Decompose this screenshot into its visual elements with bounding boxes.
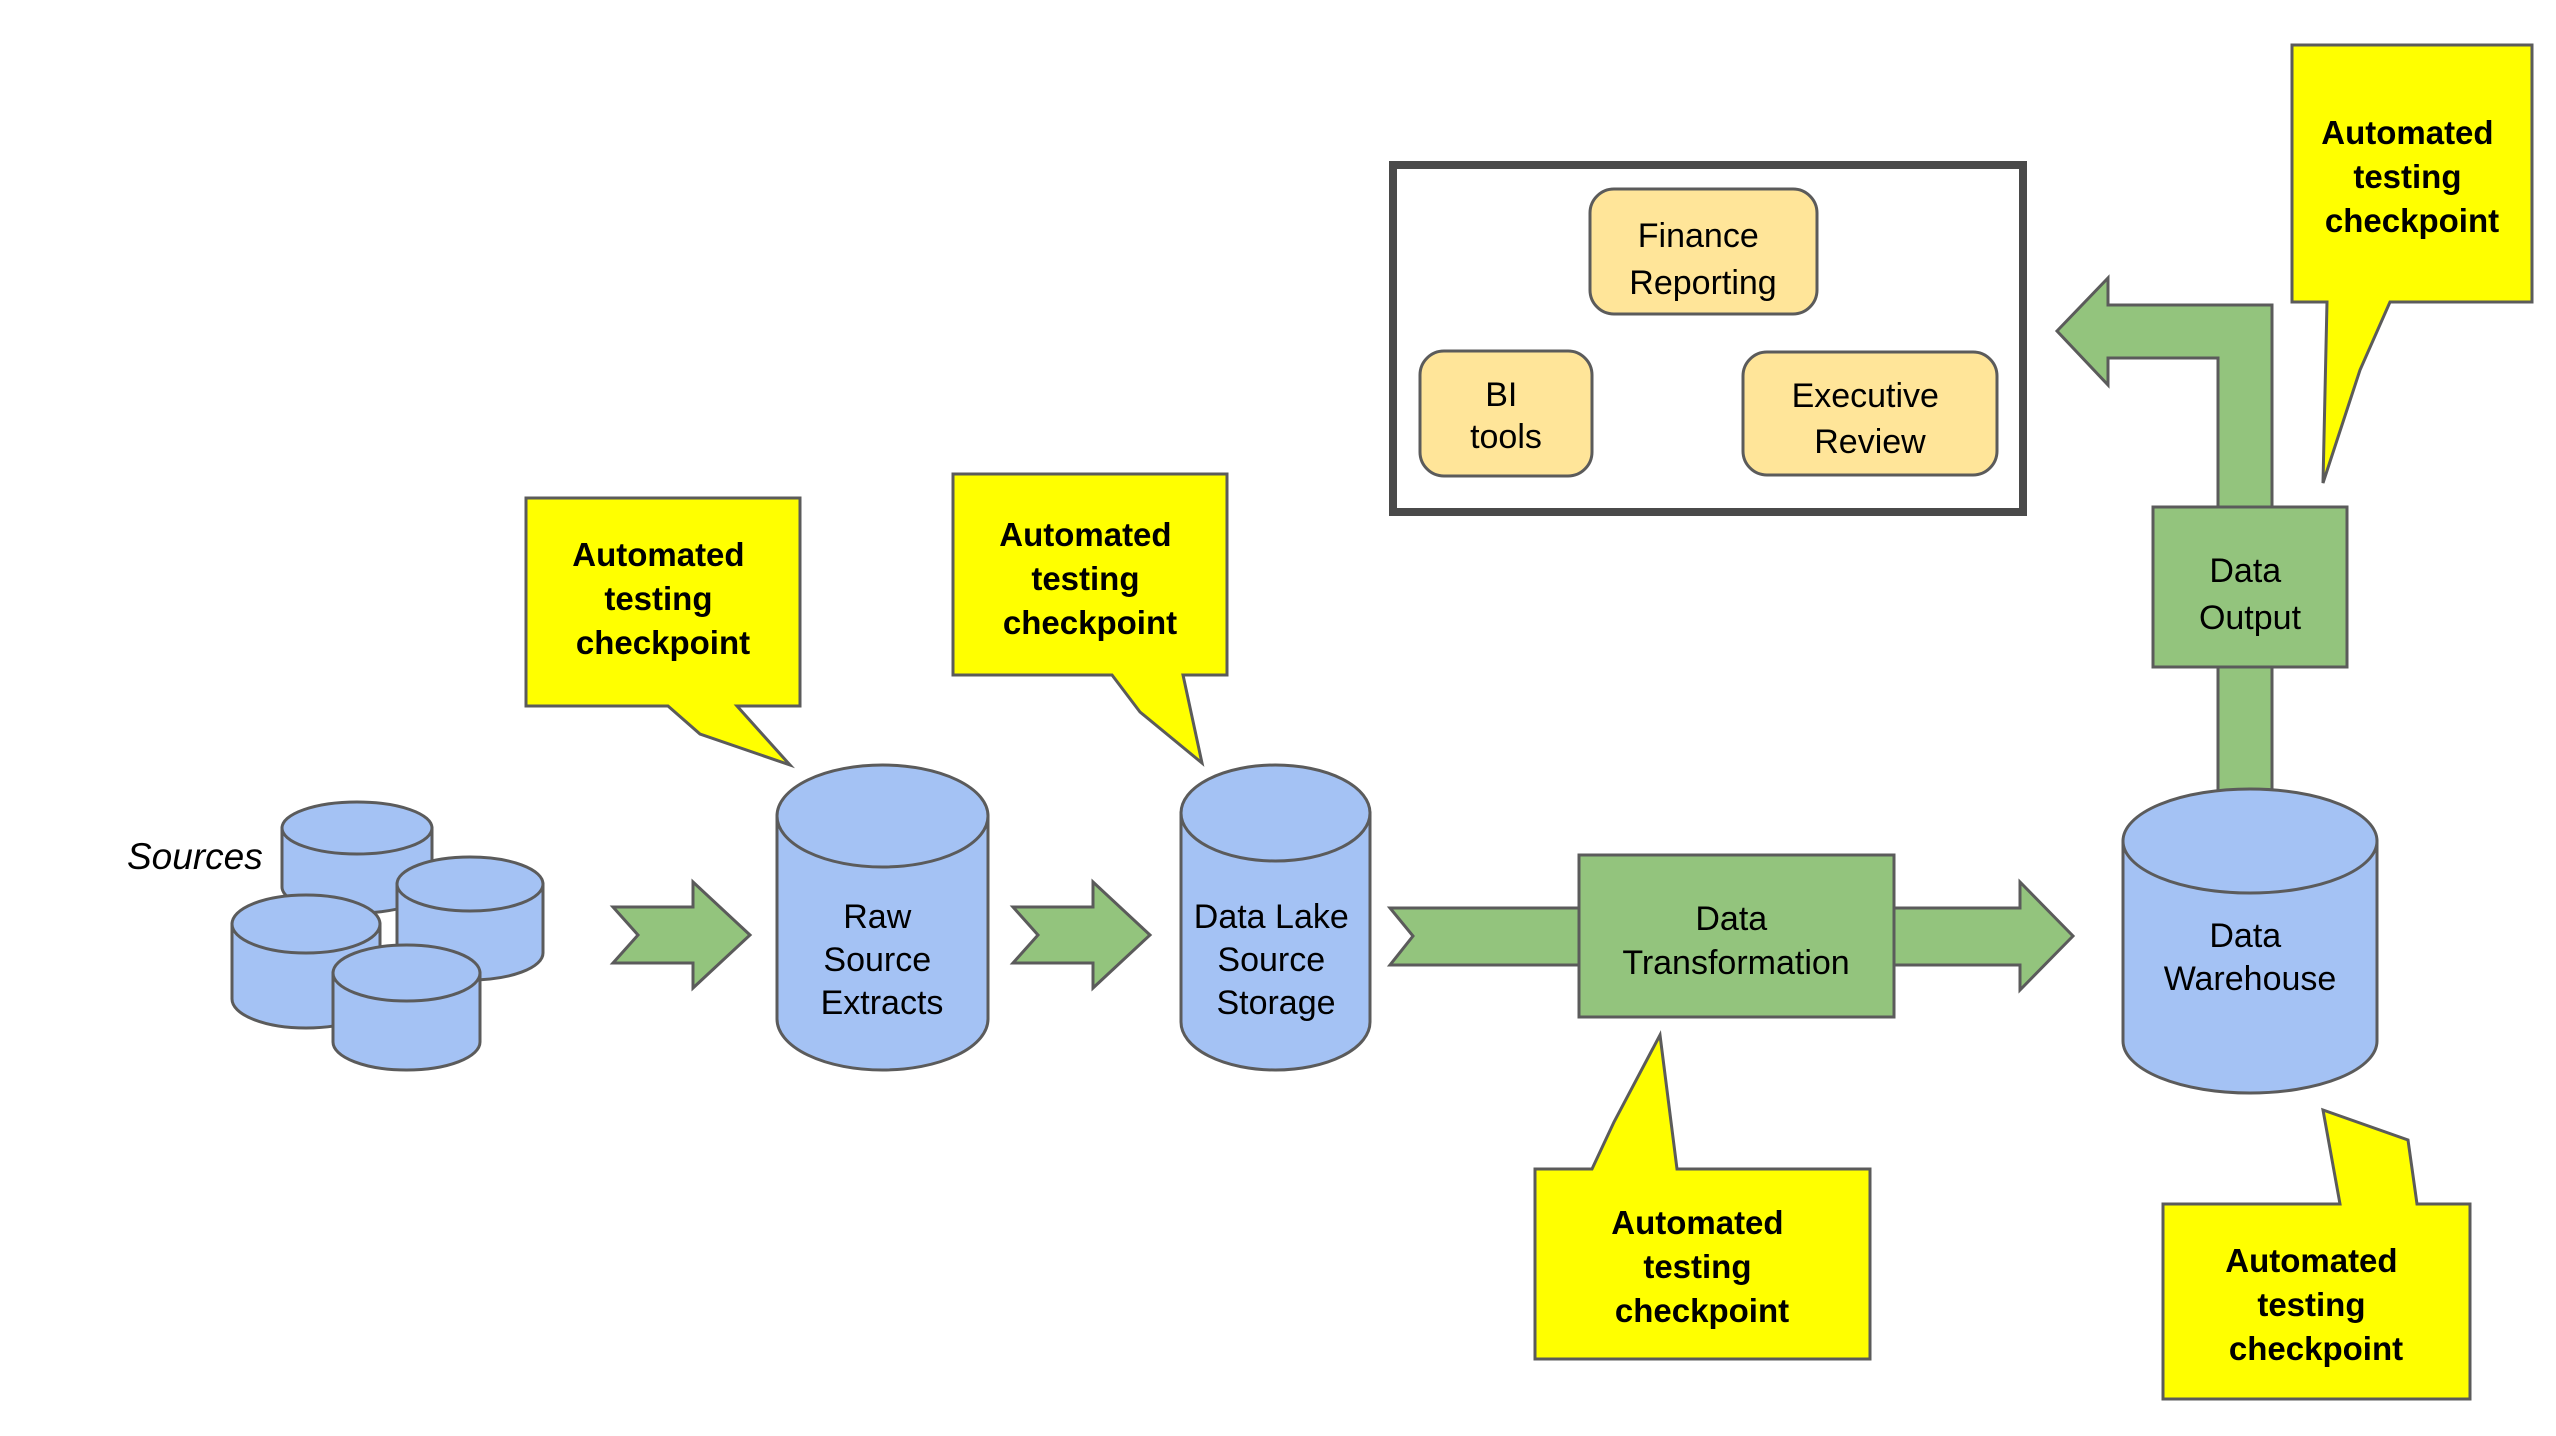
bi-tools-label: BI tools	[1470, 376, 1542, 456]
source-cylinder-1	[280, 800, 434, 915]
data-lake-cylinder	[1179, 811, 1372, 1072]
executive-review-node: Executive Review	[1741, 350, 1999, 477]
data-transformation-box	[1577, 853, 1896, 1019]
checkpoint-callout-output-label: Automated testing checkpoint	[2321, 114, 2503, 239]
checkpoint-callout-output: Automated testing checkpoint	[2290, 43, 2534, 484]
executive-review-box	[1741, 350, 1999, 477]
data-transformation-label: Data Transformation	[1622, 900, 1849, 982]
finance-reporting-node: Finance Reporting	[1588, 187, 1819, 316]
raw-source-extracts-cylinder	[775, 814, 990, 1072]
checkpoint-callout-lake-bubble	[951, 472, 1229, 767]
checkpoint-callout-transformation: Automated testing checkpoint	[1533, 1030, 1872, 1361]
connector-output-to-warehouse	[2216, 658, 2274, 794]
arrow-lake-to-transformation	[1386, 906, 1582, 967]
reporting-container: Finance Reporting BI tools Executive Rev…	[1389, 161, 2027, 516]
arrow-sources-to-raw	[609, 878, 753, 992]
data-output-box	[2151, 505, 2349, 669]
source-cylinder-4	[331, 943, 482, 1072]
checkpoint-callout-output-bubble	[2290, 43, 2534, 484]
checkpoint-callout-warehouse-label: Automated testing checkpoint	[2225, 1242, 2407, 1367]
checkpoint-callout-transformation-bubble	[1533, 1030, 1872, 1361]
flow-arrows	[609, 274, 2274, 994]
checkpoint-callout-raw-bubble	[524, 496, 802, 769]
checkpoint-callout-lake: Automated testing checkpoint	[951, 472, 1229, 767]
arrow-raw-to-lake	[1009, 878, 1153, 992]
raw-source-extracts-node: Raw Source Extracts	[775, 763, 990, 1072]
sources-cluster: Sources	[127, 800, 545, 1072]
data-warehouse-label: Data Warehouse	[2164, 917, 2337, 998]
finance-reporting-label: Finance Reporting	[1629, 217, 1776, 302]
checkpoint-callout-raw: Automated testing checkpoint	[524, 496, 802, 769]
checkpoint-callout-warehouse-bubble	[2161, 1107, 2472, 1401]
checkpoint-callout-transformation-label: Automated testing checkpoint	[1611, 1204, 1793, 1329]
bi-tools-box	[1418, 349, 1594, 478]
data-lake-node: Data Lake Source Storage	[1179, 763, 1372, 1072]
data-transformation-node: Data Transformation	[1577, 853, 1896, 1019]
checkpoint-callout-warehouse: Automated testing checkpoint	[2161, 1107, 2472, 1401]
arrow-transformation-to-warehouse	[1892, 878, 2076, 994]
finance-reporting-box	[1588, 187, 1819, 316]
data-output-label: Data Output	[2199, 552, 2302, 637]
arrow-output-to-reporting	[2054, 274, 2274, 522]
bi-tools-node: BI tools	[1418, 349, 1594, 478]
executive-review-label: Executive Review	[1792, 377, 1949, 461]
checkpoint-callout-lake-label: Automated testing checkpoint	[999, 516, 1181, 641]
data-warehouse-cylinder	[2121, 839, 2379, 1095]
data-warehouse-node: Data Warehouse	[2121, 787, 2379, 1095]
data-lake-label: Data Lake Source Storage	[1194, 898, 1358, 1022]
raw-source-extracts-label: Raw Source Extracts	[821, 898, 944, 1022]
data-output-node: Data Output	[2151, 505, 2349, 669]
checkpoint-callout-raw-label: Automated testing checkpoint	[572, 536, 754, 661]
sources-label: Sources	[127, 836, 263, 877]
